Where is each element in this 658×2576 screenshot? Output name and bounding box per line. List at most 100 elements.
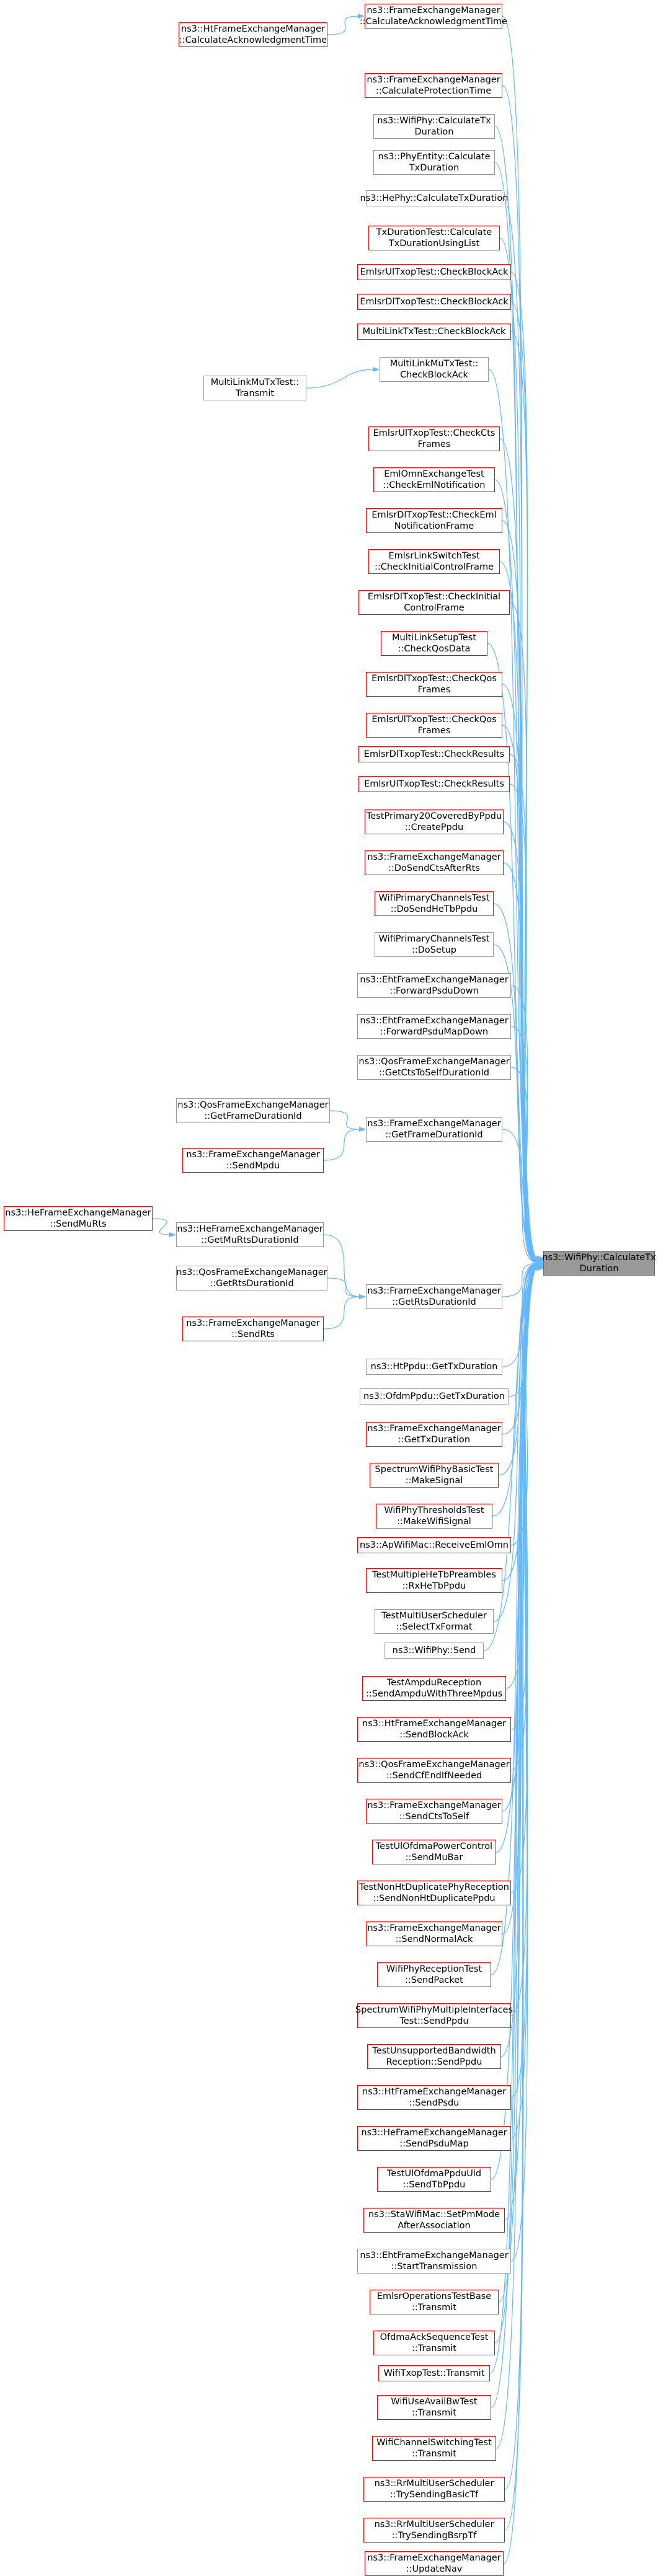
call-edge-n23-to-target — [503, 862, 538, 1262]
caller-node-n3[interactable]: ns3::WifiPhy::CalculateTx Duration — [373, 114, 495, 139]
caller-node-n9[interactable]: MultiLinkTxTest::CheckBlockAck — [357, 324, 511, 340]
caller-node-n62[interactable]: OfdmaAckSequenceTest ::Transmit — [373, 2331, 495, 2355]
call-edge-n64-to-target — [491, 1267, 538, 2408]
caller-node-n61[interactable]: EmlsrOperationsTestBase ::Transmit — [370, 2290, 499, 2314]
call-edge-n1-to-n0 — [327, 15, 359, 35]
edge-arrowhead — [536, 1266, 543, 1271]
caller-node-n2[interactable]: ns3::FrameExchangeManager ::CalculatePro… — [365, 73, 502, 98]
call-edge-n58-to-target — [491, 1266, 538, 2180]
caller-node-n12[interactable]: EmlsrUlTxopTest::CheckCts Frames — [368, 426, 500, 451]
caller-node-n56[interactable]: ns3::HtFrameExchangeManager ::SendPsdu — [357, 2085, 511, 2110]
caller-node-n65[interactable]: WifiChannelSwitchingTest ::Transmit — [372, 2436, 496, 2461]
caller-node-n44[interactable]: TestMultiUserScheduler ::SelectTxFormat — [375, 1609, 494, 1634]
caller-node-n54[interactable]: SpectrumWifiPhyMultipleInterfaces Test::… — [355, 2003, 513, 2028]
caller-node-n7[interactable]: EmlsrUlTxopTest::CheckBlockAck — [357, 264, 511, 280]
call-edges — [152, 14, 543, 2564]
caller-node-n5[interactable]: ns3::HePhy::CalculateTxDuration — [360, 190, 508, 206]
call-edge-n41-to-target — [492, 1264, 538, 1517]
call-edge-n68-to-target — [503, 1268, 538, 2564]
caller-node-n66[interactable]: ns3::RrMultiUserScheduler ::TrySendingBa… — [363, 2477, 505, 2502]
caller-node-n30[interactable]: ns3::FrameExchangeManager ::GetFrameDura… — [366, 1117, 502, 1142]
caller-node-n48[interactable]: ns3::QosFrameExchangeManager ::SendCfEnd… — [357, 1758, 511, 1783]
call-edge-n39-to-target — [502, 1263, 538, 1435]
caller-node-n10[interactable]: MultiLinkMuTxTest:: CheckBlockAck — [380, 357, 489, 382]
edge-arrowhead — [373, 367, 380, 372]
call-edge-n65-to-target — [496, 1268, 538, 2449]
caller-node-n27[interactable]: ns3::EhtFrameExchangeManager ::ForwardPs… — [357, 1014, 511, 1039]
call-edge-n32-to-n33 — [152, 1218, 171, 1235]
caller-node-n53[interactable]: WifiPhyReceptionTest ::SendPacket — [377, 1962, 491, 1987]
caller-node-n35[interactable]: ns3::FrameExchangeManager ::GetRtsDurati… — [366, 1284, 502, 1309]
caller-node-n49[interactable]: ns3::FrameExchangeManager ::SendCtsToSel… — [366, 1799, 502, 1824]
edge-arrowhead — [358, 14, 365, 19]
caller-node-n23[interactable]: ns3::FrameExchangeManager ::DoSendCtsAft… — [365, 850, 504, 875]
caller-node-n55[interactable]: TestUnsupportedBandwidth Reception::Send… — [367, 2044, 501, 2069]
caller-node-n34[interactable]: ns3::QosFrameExchangeManager ::GetRtsDur… — [176, 1266, 327, 1290]
call-edge-n26-to-target — [510, 985, 538, 1263]
caller-node-n57[interactable]: ns3::HeFrameExchangeManager ::SendPsduMa… — [357, 2126, 511, 2151]
caller-node-n60[interactable]: ns3::EhtFrameExchangeManager ::StartTran… — [357, 2249, 511, 2274]
caller-node-n6[interactable]: TxDurationTest::Calculate TxDurationUsin… — [368, 226, 500, 250]
call-edge-n6-to-target — [499, 237, 538, 1259]
call-edge-n30-to-target — [502, 1129, 538, 1263]
call-edge-n31-to-n30 — [323, 1129, 360, 1161]
caller-node-n59[interactable]: ns3::StaWifiMac::SetPmMode AfterAssociat… — [363, 2208, 505, 2233]
caller-node-n42[interactable]: ns3::ApWifiMac::ReceiveEmlOmn — [357, 1537, 511, 1553]
caller-node-n46[interactable]: TestAmpduReception ::SendAmpduWithThreeM… — [362, 1676, 506, 1701]
caller-node-n13[interactable]: EmlOmnExchangeTest ::CheckEmlNotificatio… — [373, 467, 495, 492]
caller-node-n50[interactable]: TestUlOfdmaPowerControl ::SendMuBar — [372, 1840, 496, 1864]
call-edge-n33-to-n35 — [323, 1234, 360, 1297]
caller-node-n1[interactable]: ns3::HtFrameExchangeManager ::CalculateA… — [179, 22, 327, 47]
caller-node-n40[interactable]: SpectrumWifiPhyBasicTest ::MakeSignal — [370, 1463, 499, 1488]
caller-node-n26[interactable]: ns3::EhtFrameExchangeManager ::ForwardPs… — [357, 973, 511, 998]
caller-node-n21[interactable]: EmlsrUlTxopTest::CheckResults — [358, 776, 510, 792]
caller-node-n63[interactable]: WifiTxopTest::Transmit — [378, 2365, 490, 2381]
caller-node-n68[interactable]: ns3::FrameExchangeManager ::UpdateNav — [365, 2551, 504, 2576]
caller-node-n31[interactable]: ns3::FrameExchangeManager ::SendMpdu — [182, 1148, 324, 1173]
caller-node-n16[interactable]: EmlsrDlTxopTest::CheckInitial ControlFra… — [358, 590, 510, 615]
caller-node-n22[interactable]: TestPrimary20CoveredByPpdu ::CreatePpdu — [365, 809, 504, 834]
caller-node-n24[interactable]: WifiPrimaryChannelsTest ::DoSendHeTbPpdu — [375, 891, 494, 916]
caller-node-n28[interactable]: ns3::QosFrameExchangeManager ::GetCtsToS… — [357, 1055, 511, 1080]
caller-node-n67[interactable]: ns3::RrMultiUserScheduler ::TrySendingBs… — [363, 2518, 505, 2543]
caller-node-n36[interactable]: ns3::FrameExchangeManager ::SendRts — [182, 1317, 324, 1341]
call-edge-n45-to-target — [483, 1264, 538, 1651]
edge-arrowhead — [359, 1127, 366, 1132]
caller-node-n47[interactable]: ns3::HtFrameExchangeManager ::SendBlockA… — [357, 1717, 511, 1742]
call-edge-n53-to-target — [491, 1266, 538, 1975]
call-edge-n36-to-n35 — [323, 1296, 360, 1330]
caller-node-n43[interactable]: TestMultipleHeTbPreambles ::RxHeTbPpdu — [366, 1568, 502, 1593]
caller-node-n15[interactable]: EmlsrLinkSwitchTest ::CheckInitialContro… — [368, 549, 500, 574]
caller-node-n39[interactable]: ns3::FrameExchangeManager ::GetTxDuratio… — [366, 1422, 502, 1447]
caller-node-n19[interactable]: EmlsrUlTxopTest::CheckQos Frames — [366, 713, 502, 738]
caller-node-n20[interactable]: EmlsrDlTxopTest::CheckResults — [358, 746, 510, 762]
call-edge-n35-to-target — [502, 1263, 538, 1297]
caller-node-n45[interactable]: ns3::WifiPhy::Send — [385, 1643, 484, 1659]
call-edge-n11-to-n10 — [306, 369, 374, 389]
caller-node-n52[interactable]: ns3::FrameExchangeManager ::SendNormalAc… — [366, 1921, 502, 1946]
call-edge-n29-to-n30 — [329, 1110, 360, 1130]
caller-node-n33[interactable]: ns3::HeFrameExchangeManager ::GetMuRtsDu… — [176, 1222, 324, 1247]
caller-node-n8[interactable]: EmlsrDlTxopTest::CheckBlockAck — [357, 294, 511, 310]
caller-node-n51[interactable]: TestNonHtDuplicatePhyReception ::SendNon… — [357, 1881, 511, 1905]
caller-node-n32[interactable]: ns3::HeFrameExchangeManager ::SendMuRts — [4, 1206, 153, 1231]
caller-node-n11[interactable]: MultiLinkMuTxTest:: Transmit — [203, 376, 306, 400]
caller-node-n41[interactable]: WifiPhyThresholdsTest ::MakeWifiSignal — [376, 1504, 492, 1528]
call-edge-n16-to-target — [509, 602, 538, 1261]
caller-node-n64[interactable]: WifiUseAvailBwTest ::Transmit — [377, 2395, 491, 2420]
call-edge-n28-to-target — [510, 1067, 538, 1263]
caller-node-n25[interactable]: WifiPrimaryChannelsTest ::DoSetup — [375, 932, 494, 957]
caller-node-n0[interactable]: ns3::FrameExchangeManager ::CalculateAck… — [360, 4, 507, 29]
caller-node-n29[interactable]: ns3::QosFrameExchangeManager ::GetFrameD… — [176, 1098, 330, 1123]
call-edge-n27-to-target — [510, 1026, 538, 1263]
edge-arrowhead — [359, 1294, 366, 1299]
caller-node-n4[interactable]: ns3::PhyEntity::Calculate TxDuration — [373, 150, 495, 175]
caller-node-n58[interactable]: TestUlOfdmaPpduUid ::SendTbPpdu — [377, 2167, 491, 2192]
caller-node-n17[interactable]: MultiLinkSetupTest ::CheckQosData — [381, 631, 487, 656]
call-edge-n24-to-target — [493, 903, 538, 1263]
caller-node-n14[interactable]: EmlsrDlTxopTest::CheckEml NotificationFr… — [366, 508, 502, 533]
caller-node-n38[interactable]: ns3::OfdmPpdu::GetTxDuration — [360, 1388, 509, 1405]
caller-node-n18[interactable]: EmlsrDlTxopTest::CheckQos Frames — [366, 672, 502, 697]
caller-node-n37[interactable]: ns3::HtPpdu::GetTxDuration — [366, 1359, 502, 1375]
